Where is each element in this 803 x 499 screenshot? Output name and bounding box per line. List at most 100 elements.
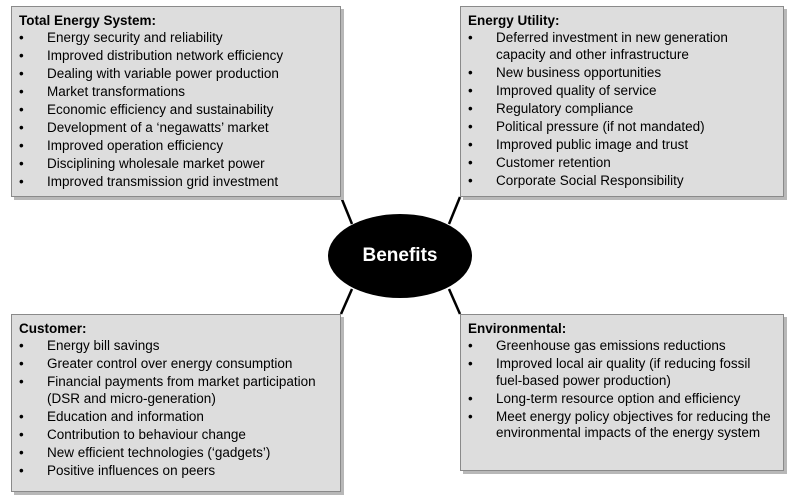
bullet-icon: • [19, 84, 24, 99]
list-item: • Customer retention [468, 155, 777, 172]
list-item: • Market transformations [19, 84, 334, 101]
customer-box: Customer: • Energy bill savings • Greater c… [11, 314, 341, 492]
bullet-icon: • [468, 172, 473, 188]
list-item-text: Disciplining wholesale market power [47, 156, 265, 171]
bullet-icon: • [468, 408, 473, 424]
list-item-text: Corporate Social Responsibility [496, 172, 684, 188]
list-item: • Dealing with variable power production [19, 66, 334, 83]
bullet-icon: • [468, 136, 473, 152]
list-item: • Improved public image and trust [468, 137, 777, 154]
list-item-text: Energy security and reliability [47, 30, 223, 45]
list-item: • Deferred investment in new generation c… [468, 30, 777, 63]
list-item: • Long-term resource option and efficienc… [468, 391, 777, 408]
list-item: • Improved distribution network efficienc… [19, 48, 334, 65]
list-item: • Corporate Social Responsibility [468, 173, 777, 190]
list-item-text: Education and information [47, 408, 204, 424]
bullet-icon: • [468, 118, 473, 134]
list-item: • Improved local air quality (if reducing… [468, 356, 777, 389]
list-item: • Greater control over energy consumption [19, 356, 334, 373]
list-item-text: Greenhouse gas emissions reductions [496, 338, 726, 353]
customer-title: Customer: [19, 321, 87, 336]
list-item: • Improved quality of service [468, 83, 777, 100]
customer-list: • Energy bill savings • Greater control ove… [19, 338, 334, 479]
connector-top-left [339, 196, 354, 225]
bullet-icon: • [19, 408, 24, 424]
list-item: • Improved transmission grid investment [19, 174, 334, 191]
energy-utility-box: Energy Utility: • Deferred investment in … [460, 6, 784, 197]
list-item-text: Positive influences on peers [47, 462, 216, 478]
list-item: • Meet energy policy objectives for reduc… [468, 409, 777, 442]
bullet-icon: • [19, 356, 24, 371]
list-item: • Economic efficiency and sustainability [19, 102, 334, 119]
bullet-icon: • [468, 390, 473, 406]
energy-utility-list: • Deferred investment in new generation c… [468, 30, 777, 189]
list-item-text: Contribution to behaviour change [47, 426, 246, 442]
connector-bottom-right [447, 288, 462, 315]
bullet-icon: • [19, 426, 24, 442]
list-item: • Development of a ‘negawatts’ market [19, 120, 334, 137]
bullet-icon: • [19, 102, 24, 117]
list-item: • Greenhouse gas emissions reductions [468, 338, 777, 355]
energy-utility-title: Energy Utility: [468, 13, 560, 28]
list-item: • Energy security and reliability [19, 30, 334, 47]
bullet-icon: • [19, 48, 24, 63]
list-item: • Disciplining wholesale market power [19, 156, 334, 173]
bullet-icon: • [19, 338, 24, 353]
list-item-text: Dealing with variable power production [47, 66, 279, 81]
list-item-text: Development of a ‘negawatts’ market [47, 120, 269, 135]
bullet-icon: • [19, 120, 24, 135]
list-item-text: Financial payments from market participa… [47, 374, 316, 406]
environmental-title: Environmental: [468, 321, 567, 336]
list-item: • Education and information [19, 409, 334, 426]
list-item-text: Energy bill savings [47, 338, 160, 353]
list-item-text: Improved operation efficiency [47, 138, 224, 153]
total-energy-system-box: Total Energy System: • Energy security an… [11, 6, 341, 197]
bullet-icon: • [19, 156, 24, 171]
bullet-icon: • [19, 30, 24, 45]
benefits-center-node: Benefits [328, 214, 472, 298]
list-item-text: New business opportunities [496, 64, 662, 80]
list-item: • New business opportunities [468, 65, 777, 82]
bullet-icon: • [19, 374, 24, 389]
bullet-icon: • [19, 66, 24, 81]
bullet-icon: • [19, 138, 24, 153]
list-item-text: Improved local air quality (if reducing … [496, 356, 751, 388]
bullet-icon: • [468, 356, 473, 371]
environmental-list: • Greenhouse gas emissions reductions • Imp… [468, 338, 777, 442]
total-energy-system-list: • Energy security and reliability • Improve… [19, 30, 334, 191]
list-item: • Regulatory compliance [468, 101, 777, 118]
bullet-icon: • [19, 462, 24, 478]
list-item: • Contribution to behaviour change [19, 427, 334, 444]
list-item: • Energy bill savings [19, 338, 334, 355]
list-item-text: Market transformations [47, 84, 186, 99]
environmental-box: Environmental: • Greenhouse gas emissions… [460, 314, 784, 471]
bullet-icon: • [468, 82, 473, 98]
list-item-text: Customer retention [496, 154, 611, 170]
connector-bottom-left [339, 288, 354, 315]
bullet-icon: • [468, 30, 473, 45]
connector-top-right [447, 196, 462, 225]
list-item-text: Long-term resource option and efficiency [496, 390, 741, 406]
bullet-icon: • [19, 444, 24, 460]
list-item-text: Political pressure (if not mandated) [496, 118, 705, 134]
list-item-text: Improved quality of service [496, 82, 657, 98]
total-energy-system-title: Total Energy System: [19, 13, 157, 28]
bullet-icon: • [468, 100, 473, 116]
list-item-text: New efficient technologies (‘gadgets’) [47, 444, 271, 460]
list-item-text: Improved public image and trust [496, 136, 689, 152]
list-item-text: Deferred investment in new generation ca… [496, 30, 728, 62]
list-item-text: Meet energy policy objectives for reduci… [496, 408, 771, 441]
list-item-text: Regulatory compliance [496, 100, 634, 116]
list-item-text: Greater control over energy consumption [47, 356, 293, 371]
list-item: • Improved operation efficiency [19, 138, 334, 155]
list-item-text: Economic efficiency and sustainability [47, 102, 274, 117]
list-item-text: Improved transmission grid investment [47, 174, 279, 189]
list-item: • Financial payments from market particip… [19, 374, 334, 407]
bullet-icon: • [468, 64, 473, 80]
list-item: • Political pressure (if not mandated) [468, 119, 777, 136]
bullet-icon: • [19, 174, 24, 189]
list-item-text: Improved distribution network efficiency [47, 48, 284, 63]
bullet-icon: • [468, 154, 473, 170]
bullet-icon: • [468, 338, 473, 353]
